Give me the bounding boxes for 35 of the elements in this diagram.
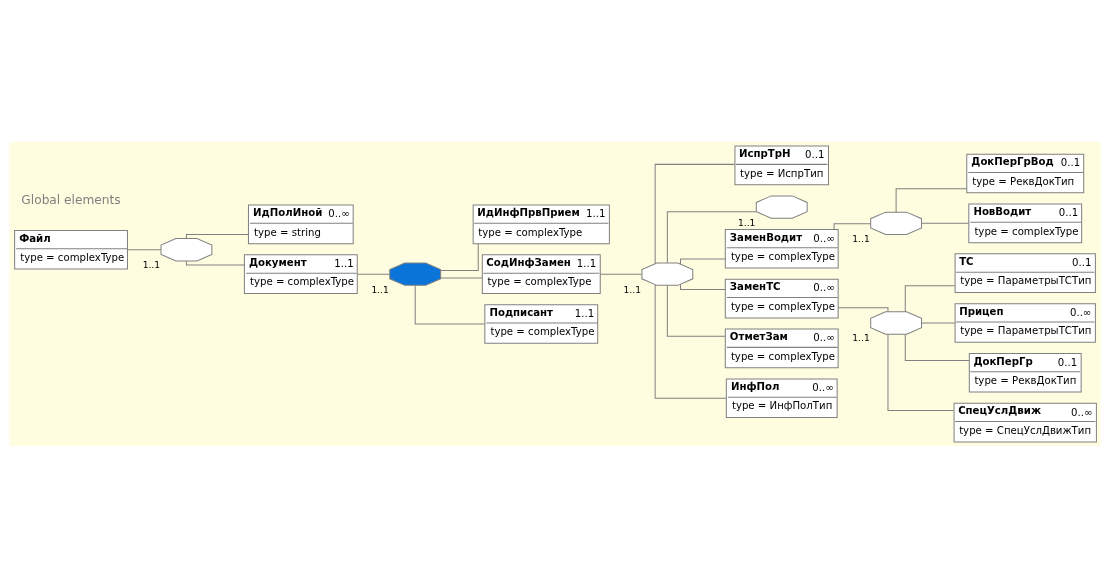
- connector: [904, 333, 970, 362]
- connector: [833, 223, 872, 230]
- connector: [440, 243, 479, 271]
- connector: [895, 188, 968, 213]
- node-label: 1..1: [852, 333, 870, 344]
- connector: [440, 277, 483, 279]
- label: Global elements: [21, 193, 121, 208]
- connector: [887, 333, 955, 411]
- node-label: 1..1: [623, 284, 641, 295]
- connector: [654, 163, 736, 265]
- node-octagon: [870, 311, 923, 335]
- connector: [680, 258, 726, 265]
- connector: [666, 211, 757, 264]
- node-octagon: [160, 238, 213, 262]
- node-octagon: [755, 195, 808, 219]
- connector: [837, 307, 889, 313]
- connector: [654, 284, 727, 399]
- node-label: 1..1: [737, 217, 756, 228]
- connector: [904, 285, 956, 313]
- connector: [356, 273, 391, 275]
- connector: [414, 285, 485, 325]
- node-label: 1..1: [142, 260, 161, 271]
- connector: [127, 249, 162, 251]
- node-octagon: [641, 262, 694, 286]
- connector: [666, 285, 726, 337]
- connector: [921, 322, 956, 324]
- connector: [599, 273, 643, 275]
- node-octagon: [389, 262, 442, 286]
- node-label: 1..1: [852, 233, 870, 244]
- node-octagon: [870, 211, 923, 236]
- connector: [680, 283, 726, 290]
- node-label: 1..1: [371, 284, 389, 295]
- connector: [921, 222, 970, 224]
- connector: [185, 260, 245, 266]
- connector: [185, 234, 249, 239]
